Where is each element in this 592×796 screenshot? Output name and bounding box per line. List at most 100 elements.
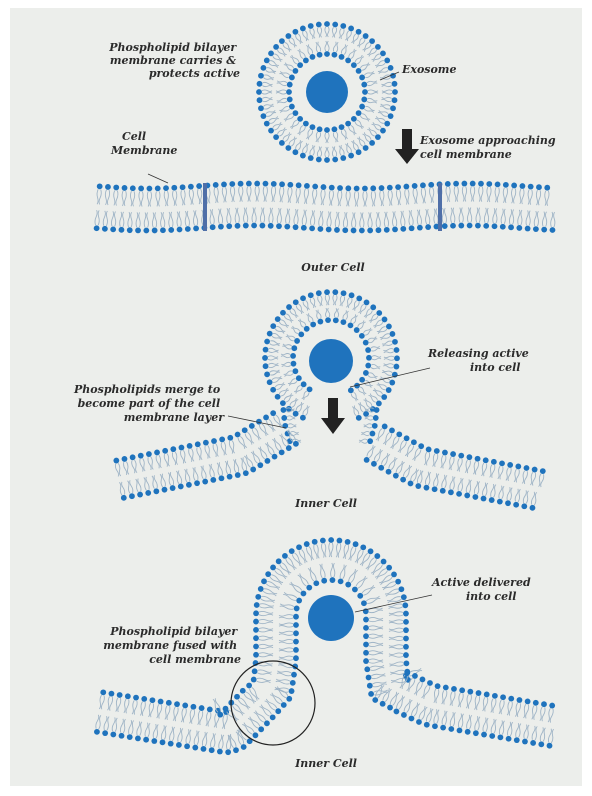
lipid-head <box>297 62 303 68</box>
lipid-head <box>400 226 406 232</box>
lipid-head <box>117 692 123 698</box>
lipid-head <box>100 689 106 695</box>
lipid-head <box>506 736 512 742</box>
lipid-head <box>223 706 229 712</box>
lipid-head <box>370 185 376 191</box>
lipid-head <box>533 226 539 232</box>
lipid-head <box>270 387 276 393</box>
lipid-head <box>121 495 127 501</box>
lipid-head <box>366 355 372 361</box>
lipid-head <box>363 370 369 376</box>
lipid-head <box>300 153 306 159</box>
lipid-head <box>378 465 384 471</box>
lipid-head <box>308 292 314 298</box>
lipid-head <box>233 747 239 753</box>
lipid-head <box>310 54 316 60</box>
lipid-head <box>363 145 369 151</box>
lipid-head <box>351 228 357 234</box>
lipid-head <box>321 184 327 190</box>
lipid-head <box>456 491 462 497</box>
lipid-head <box>211 438 217 444</box>
lipid-head <box>255 594 261 600</box>
lipid-head <box>345 185 351 191</box>
lipid-head <box>289 688 295 694</box>
lipid-head <box>332 22 338 28</box>
lipid-head <box>363 658 369 664</box>
lipid-head <box>289 75 295 81</box>
lipid-head <box>541 227 547 233</box>
lipid-head <box>143 228 149 234</box>
lipid-head <box>324 157 330 163</box>
lipid-head <box>240 688 246 694</box>
lipid-head <box>445 181 451 187</box>
lipid-head <box>300 295 306 301</box>
lipid-head <box>475 456 481 462</box>
lipid-head <box>386 387 392 393</box>
lipid-head <box>400 477 406 483</box>
lipid-head <box>416 719 422 725</box>
lipid-head <box>434 448 440 454</box>
lipid-head <box>351 116 357 122</box>
lipid-head <box>369 38 375 44</box>
lipid-head <box>285 33 291 39</box>
lipid-head <box>486 181 492 187</box>
lipid-head <box>238 181 244 187</box>
lipid-head <box>412 183 418 189</box>
lipid-head <box>326 227 332 233</box>
lipid-head <box>184 743 190 749</box>
lipid-head <box>387 185 393 191</box>
lipid-head <box>258 726 264 732</box>
lipid-head <box>146 451 152 457</box>
lipid-head <box>371 461 377 467</box>
lipid-head <box>130 454 136 460</box>
lipid-head <box>367 438 373 444</box>
lipid-head <box>384 57 390 63</box>
lipid-head <box>129 493 135 499</box>
lipid-head <box>464 493 470 499</box>
lipid-head <box>508 224 514 230</box>
lipid-head <box>258 586 264 592</box>
lipid-head <box>392 226 398 232</box>
lipid-head <box>122 185 128 191</box>
lipid-head <box>127 227 133 233</box>
lipid-head <box>505 500 511 506</box>
lipid-head <box>110 732 116 738</box>
lipid-head <box>160 227 166 233</box>
lipid-head <box>328 537 334 543</box>
lipid-head <box>187 443 193 449</box>
lipid-head <box>394 347 400 353</box>
lipid-head <box>268 128 274 134</box>
lipid-head <box>450 223 456 229</box>
lipid-head <box>188 184 194 190</box>
lipid-head <box>270 714 276 720</box>
lipid-head <box>348 387 354 393</box>
lipid-head <box>507 462 513 468</box>
lipid-head <box>404 435 410 441</box>
lipid-head <box>276 223 282 229</box>
lipid-head <box>227 435 233 441</box>
lipid-head <box>516 225 522 231</box>
lipid-head <box>298 331 304 337</box>
lipid-head <box>154 450 160 456</box>
lipid-head <box>133 695 139 701</box>
lipid-head <box>138 453 144 459</box>
lipid-head <box>261 113 267 119</box>
lipid-head <box>458 223 464 229</box>
lipid-head <box>394 355 400 361</box>
lipid-head <box>286 696 292 702</box>
lipid-head <box>264 57 270 63</box>
lipid-head <box>265 458 271 464</box>
lipid-head <box>411 439 417 445</box>
lipid-head <box>356 29 362 35</box>
lipid-head <box>492 223 498 229</box>
lipid-head <box>253 635 259 641</box>
lipid-head <box>403 636 409 642</box>
lipid-head <box>276 558 282 564</box>
lipid-head <box>119 733 125 739</box>
lipid-head <box>281 702 287 708</box>
lipid-head <box>470 181 476 187</box>
lipid-head <box>432 723 438 729</box>
lipid-head <box>374 553 380 559</box>
lipid-head <box>243 470 249 476</box>
